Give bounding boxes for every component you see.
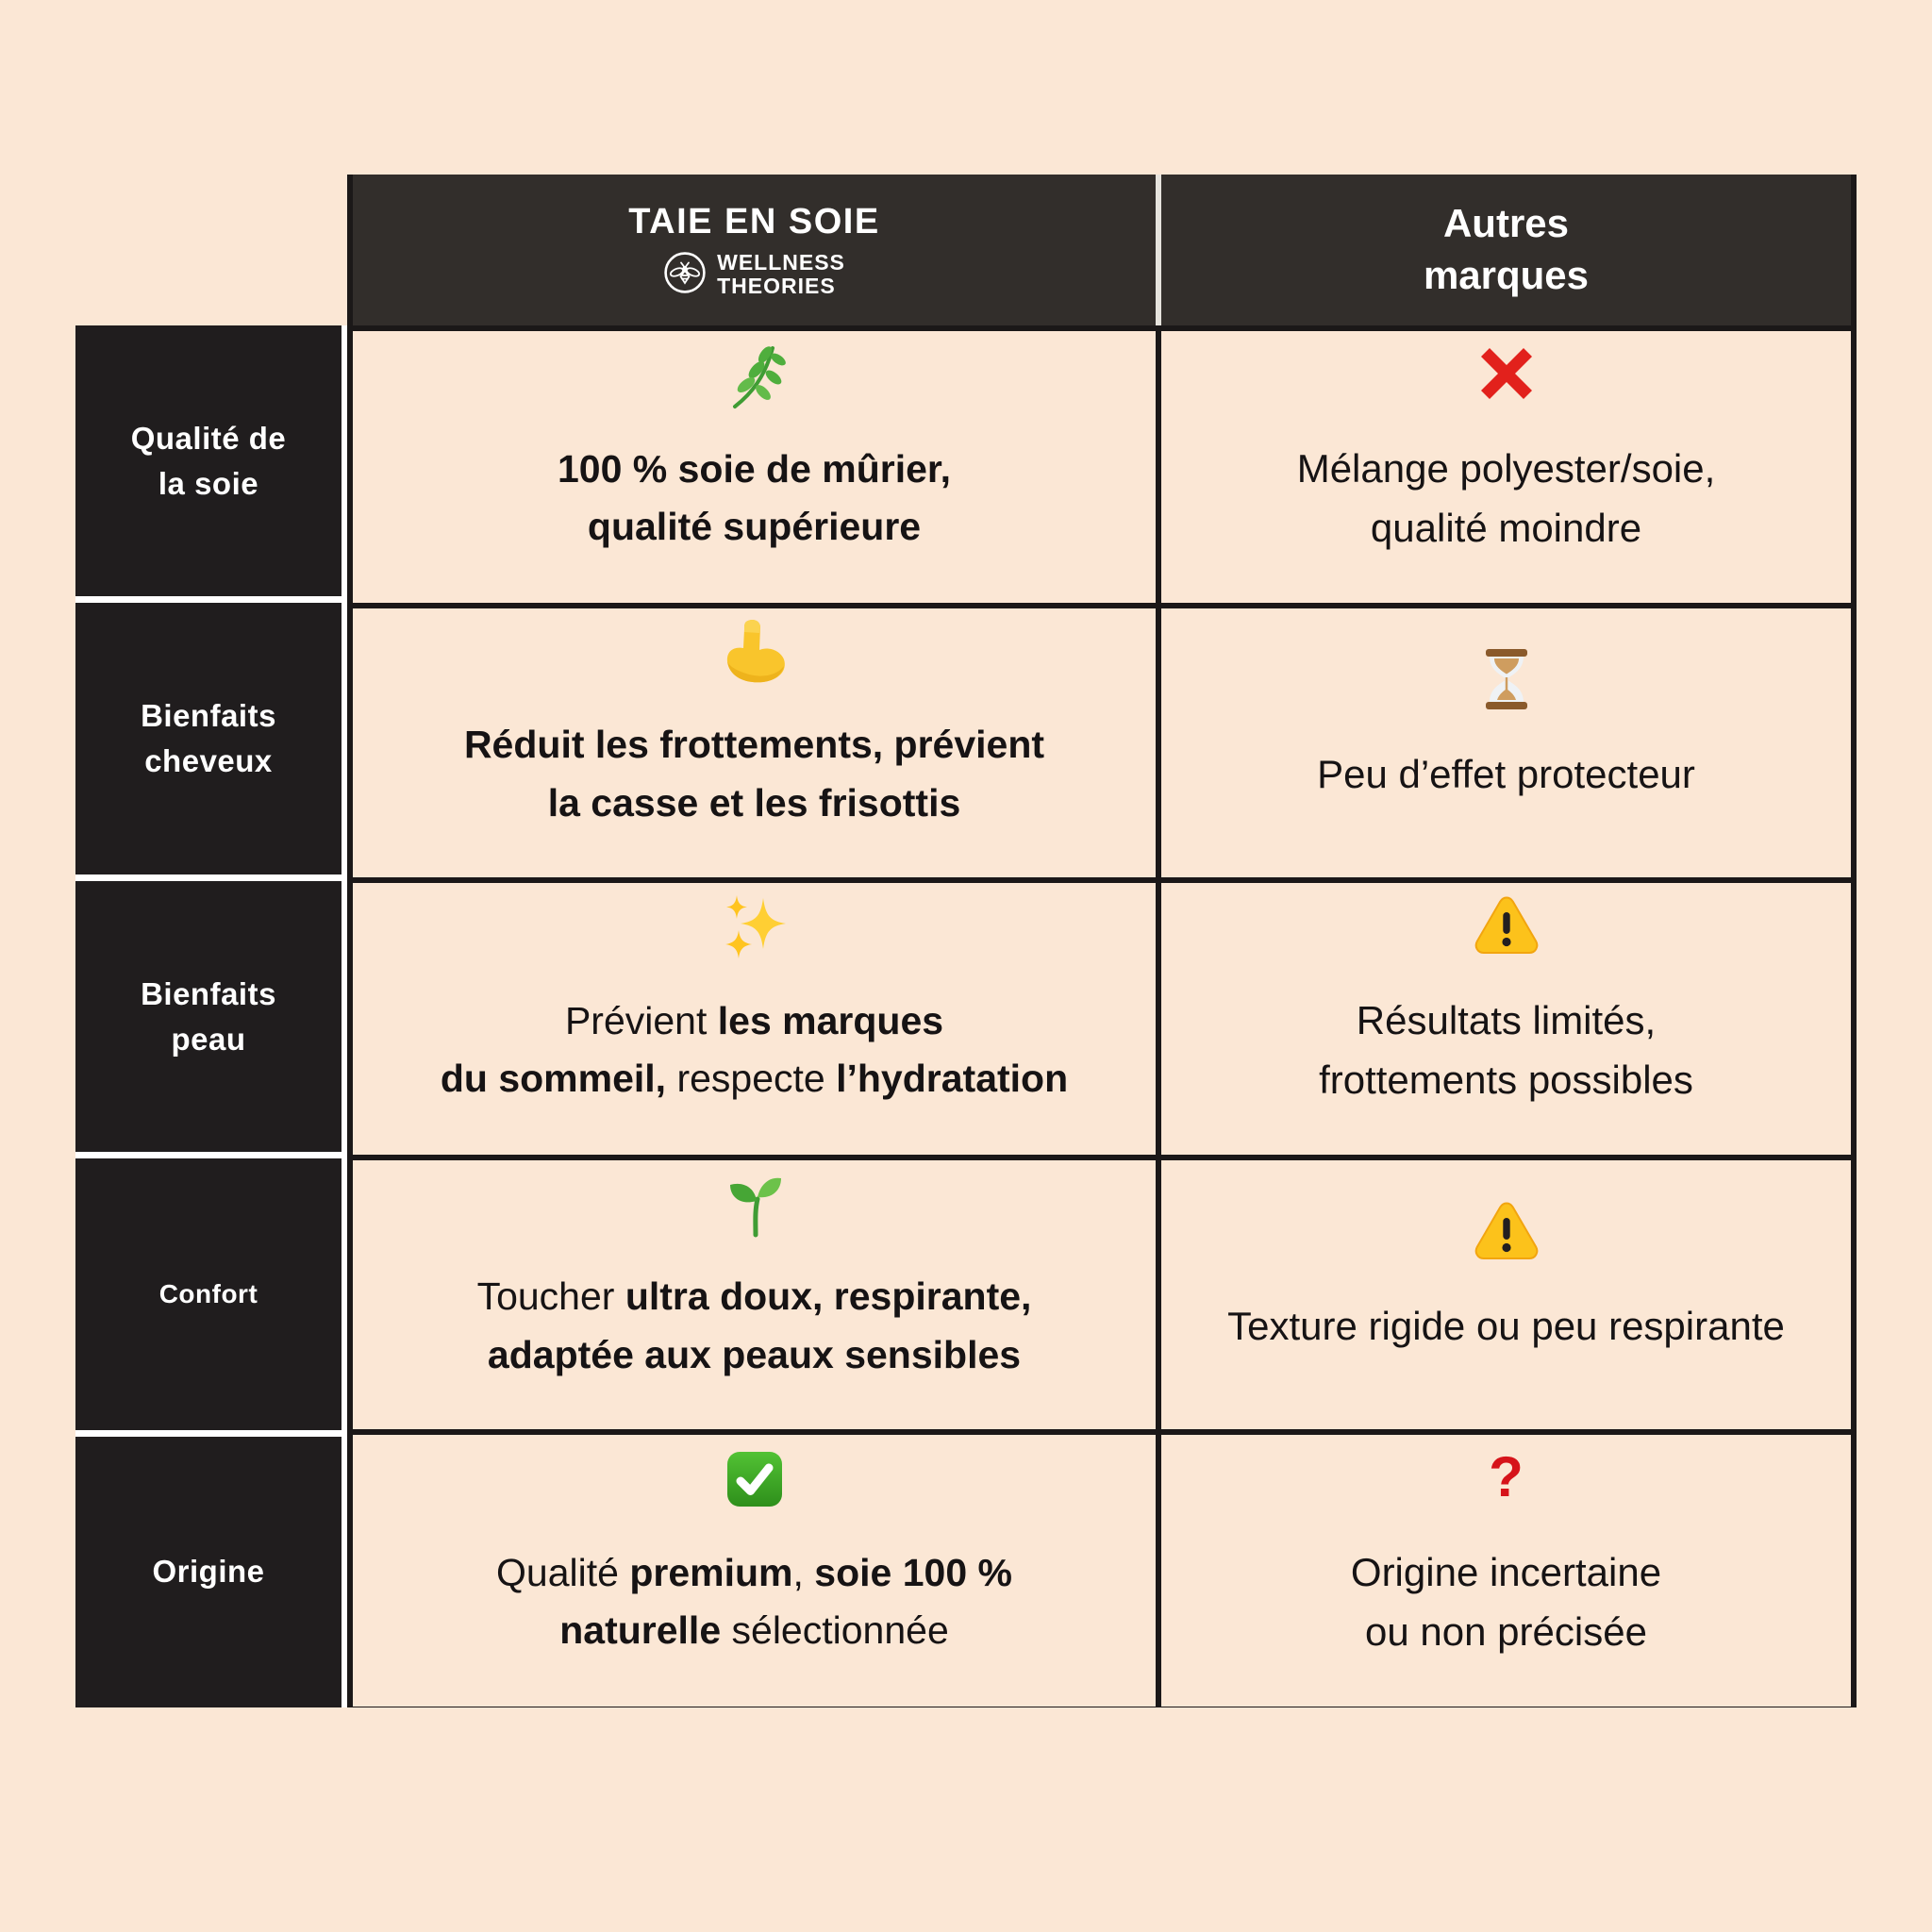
row-label: Bienfaits peau (75, 874, 347, 1153)
brand-cell-text: Réduit les frottements, prévient la cass… (463, 723, 1045, 824)
herb-icon (720, 339, 790, 412)
cross-icon (1477, 337, 1536, 410)
hourglass-icon (1473, 642, 1541, 716)
other-cell-text: Résultats limités, frottements possibles (1319, 998, 1693, 1102)
warning-icon (1474, 889, 1540, 962)
bee-icon (663, 251, 707, 299)
warning-icon (1474, 1194, 1540, 1268)
brand-header-cell: TAIE EN SOIE WELLNESS THEORIES (353, 175, 1156, 325)
other-brands-title: Autres marques (1423, 201, 1590, 297)
other-cell: Texture rigide ou peu respirante (1156, 1155, 1851, 1429)
other-cell: Mélange polyester/soie, qualité moindre (1156, 325, 1851, 603)
brand-cell-text: Toucher ultra doux, respirante, adaptée … (476, 1274, 1032, 1376)
other-cell: Résultats limités, frottements possibles (1156, 877, 1851, 1155)
other-cell-text: Origine incertaine ou non précisée (1350, 1550, 1662, 1654)
brand-cell: Toucher ultra doux, respirante, adaptée … (353, 1155, 1156, 1429)
brand-cell: Qualité premium, soie 100 % naturelle sé… (353, 1429, 1156, 1707)
biceps-icon (718, 614, 791, 688)
brand-cell-text: Qualité premium, soie 100 % naturelle sé… (496, 1550, 1012, 1653)
brand-cell: 100 % soie de mûrier, qualité supérieure (353, 325, 1156, 603)
brand-logo: WELLNESS THEORIES (663, 251, 845, 299)
brand-cell-text: 100 % soie de mûrier, qualité supérieure (557, 446, 952, 549)
other-cell: ? Origine incertaine ou non précisée (1156, 1429, 1851, 1707)
other-cell-text: Texture rigide ou peu respirante (1227, 1304, 1785, 1348)
logo-line1: WELLNESS (717, 250, 845, 275)
row-label: Confort (75, 1152, 347, 1430)
brand-cell-text: Prévient les marques du sommeil, respect… (440, 998, 1069, 1101)
seedling-icon (720, 1166, 790, 1240)
question-icon: ? (1489, 1445, 1524, 1508)
brand-cell: Réduit les frottements, prévient la cass… (353, 603, 1156, 877)
other-cell: Peu d’effet protecteur (1156, 603, 1851, 877)
brand-cell: Prévient les marques du sommeil, respect… (353, 877, 1156, 1155)
check-icon (724, 1442, 785, 1516)
other-cell-text: Peu d’effet protecteur (1317, 752, 1695, 796)
row-label: Bienfaits cheveux (75, 596, 347, 874)
row-label: Qualité de la soie (75, 325, 347, 597)
row-label: Origine (75, 1429, 347, 1708)
brand-title: TAIE EN SOIE (628, 201, 880, 242)
other-cell-text: Mélange polyester/soie, qualité moindre (1296, 446, 1716, 550)
sparkles-icon (720, 891, 790, 964)
other-brands-header-cell: Autres marques (1156, 175, 1851, 325)
comparison-table: TAIE EN SOIE WELLNESS THEORIES Autres ma… (347, 175, 1857, 1707)
logo-line2: THEORIES (717, 274, 836, 298)
